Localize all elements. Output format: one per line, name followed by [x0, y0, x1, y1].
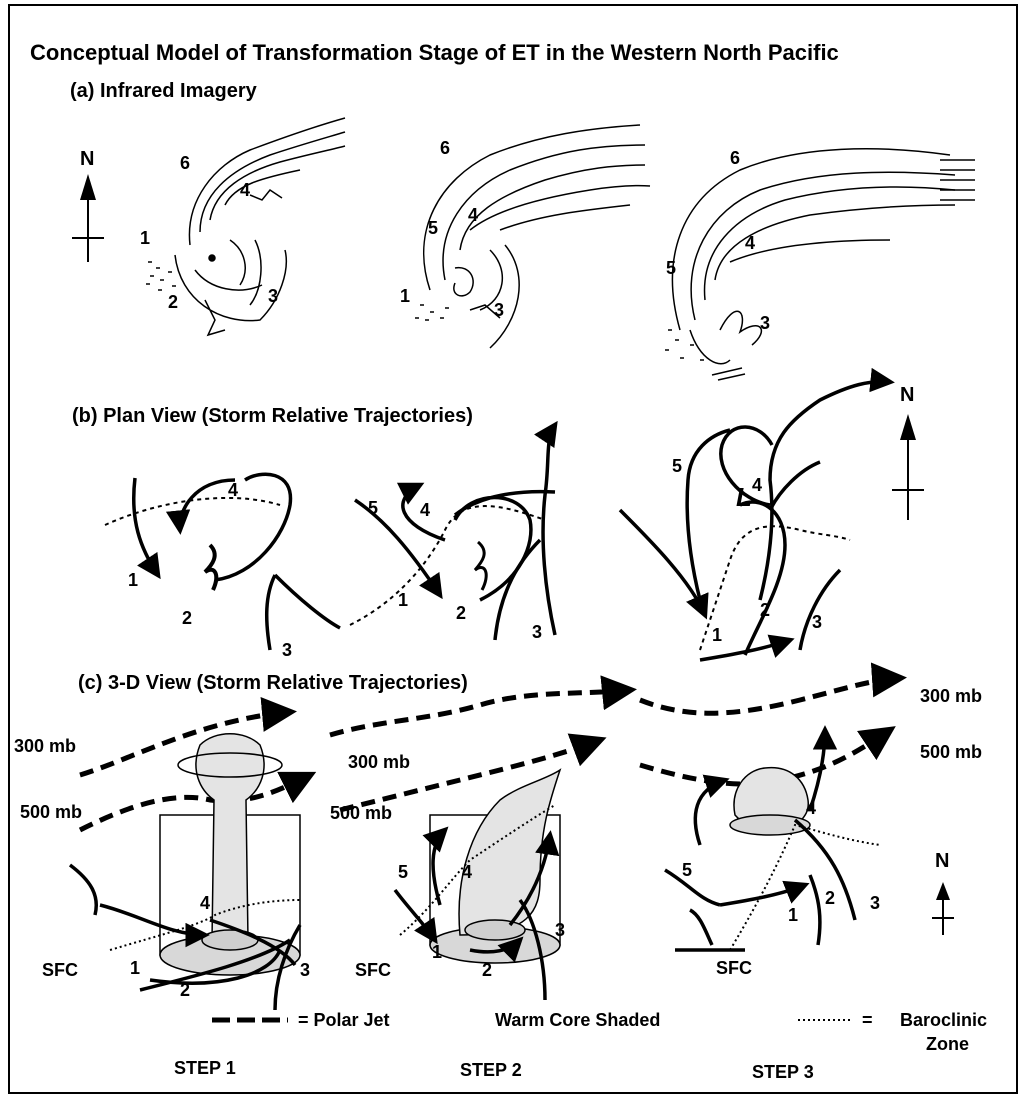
- ir2-label-4: 4: [468, 205, 478, 226]
- plan3-label-3: 3: [812, 612, 822, 633]
- v3d3-label-2: 2: [825, 888, 835, 909]
- north-arrow-c: [932, 882, 954, 935]
- plan2-label-4: 4: [420, 500, 430, 521]
- v3d2-label-1: 1: [432, 942, 442, 963]
- v3d2-label-5: 5: [398, 862, 408, 883]
- ir3-label-6: 6: [730, 148, 740, 169]
- ir3-label-5: 5: [666, 258, 676, 279]
- v3d2-label-4: 4: [462, 862, 472, 883]
- north-label-b: N: [900, 384, 914, 407]
- plan3-low-label: L: [736, 482, 752, 513]
- step-1-label: STEP 1: [174, 1058, 236, 1079]
- north-label-c: N: [935, 850, 949, 873]
- v3d3-label-3: 3: [870, 893, 880, 914]
- ir3-label-3: 3: [760, 313, 770, 334]
- north-arrow-a: [72, 174, 104, 262]
- level-300mb-step2: 300 mb: [348, 752, 410, 773]
- v3d2-label-3: 3: [555, 920, 565, 941]
- step-3-label: STEP 3: [752, 1062, 814, 1083]
- warm-core-step2: [430, 770, 560, 963]
- ir-cloud-step2: [415, 125, 650, 348]
- plan-step2: [350, 425, 555, 640]
- ir1-label-6: 6: [180, 153, 190, 174]
- plan-step1: [105, 474, 340, 650]
- warm-core-step1: [160, 734, 300, 975]
- v3d1-label-1: 1: [130, 958, 140, 979]
- plan3-label-5: 5: [672, 456, 682, 477]
- ir1-label-4: 4: [240, 180, 250, 201]
- plan3-label-2: 2: [760, 600, 770, 621]
- level-500mb-step3: 500 mb: [920, 742, 982, 763]
- plan1-label-2: 2: [182, 608, 192, 629]
- legend-baroclinic: Baroclinic: [900, 1010, 987, 1031]
- figure-title: Conceptual Model of Transformation Stage…: [30, 40, 839, 66]
- legend-polar-jet: = Polar Jet: [298, 1010, 390, 1031]
- ir1-label-3: 3: [268, 286, 278, 307]
- ir2-label-5: 5: [428, 218, 438, 239]
- plan3-label-1: 1: [712, 625, 722, 646]
- legend-warm-core: Warm Core Shaded: [495, 1010, 660, 1031]
- north-arrow-b: [892, 414, 924, 520]
- level-500mb-step1: 500 mb: [20, 802, 82, 823]
- ir3-label-4: 4: [745, 233, 755, 254]
- v3d1-label-4: 4: [200, 893, 210, 914]
- section-a-heading: (a) Infrared Imagery: [70, 80, 257, 103]
- plan1-label-3: 3: [282, 640, 292, 661]
- legend-zone: Zone: [926, 1034, 969, 1055]
- level-sfc-step2: SFC: [355, 960, 391, 981]
- plan1-label-1: 1: [128, 570, 138, 591]
- v3d3-label-1: 1: [788, 905, 798, 926]
- plan-step3: [620, 382, 890, 660]
- plan2-label-2: 2: [456, 603, 466, 624]
- v3d3-label-4: 4: [806, 798, 816, 819]
- level-500mb-step2: 500 mb: [330, 803, 392, 824]
- plan3-label-4: 4: [752, 475, 762, 496]
- v3d1-label-3: 3: [300, 960, 310, 981]
- north-label-a: N: [80, 148, 94, 171]
- plan2-label-1: 1: [398, 590, 408, 611]
- level-sfc-step1: SFC: [42, 960, 78, 981]
- legend-baroclinic-eq: =: [862, 1010, 873, 1031]
- level-300mb-step3: 300 mb: [920, 686, 982, 707]
- section-b-heading: (b) Plan View (Storm Relative Trajectori…: [72, 405, 473, 428]
- plan2-label-3: 3: [532, 622, 542, 643]
- v3d2-label-2: 2: [482, 960, 492, 981]
- level-300mb-step1: 300 mb: [14, 736, 76, 757]
- ir1-label-2: 2: [168, 292, 178, 313]
- ir2-label-1: 1: [400, 286, 410, 307]
- ir1-label-1: 1: [140, 228, 150, 249]
- section-c-heading: (c) 3-D View (Storm Relative Trajectorie…: [78, 672, 468, 695]
- plan1-label-4: 4: [228, 480, 238, 501]
- step-2-label: STEP 2: [460, 1060, 522, 1081]
- v3d1-label-2: 2: [180, 980, 190, 1001]
- ir-cloud-step3: [665, 149, 975, 380]
- level-sfc-step3: SFC: [716, 958, 752, 979]
- ir2-label-6: 6: [440, 138, 450, 159]
- v3d3-label-5: 5: [682, 860, 692, 881]
- plan2-label-5: 5: [368, 498, 378, 519]
- ir2-label-3: 3: [494, 300, 504, 321]
